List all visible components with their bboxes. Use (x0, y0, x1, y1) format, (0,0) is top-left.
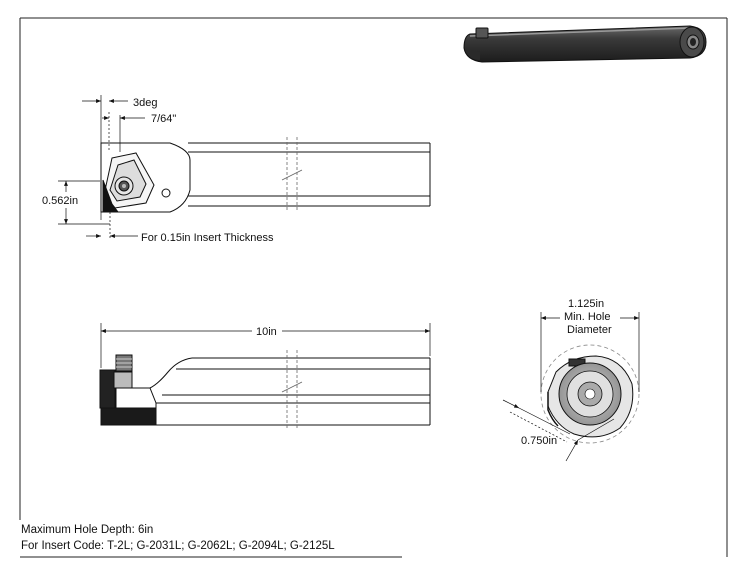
min-hole-value: 1.125in (568, 298, 604, 310)
top-view-break (281, 137, 303, 212)
side-view-break (281, 350, 303, 428)
insert-codes-note: For Insert Code: T-2L; G-2031L; G-2062L;… (21, 540, 335, 552)
max-depth-note: Maximum Hole Depth: 6in (21, 524, 154, 536)
side-view (99, 354, 431, 426)
insert-thickness-label: For 0.15in Insert Thickness (141, 232, 274, 244)
angle-label: 3deg (133, 97, 157, 109)
height-label: 0.562in (42, 195, 78, 207)
top-view-dims (58, 95, 145, 240)
notes: Maximum Hole Depth: 6in For Insert Code:… (21, 522, 335, 554)
length-label: 10in (256, 326, 277, 338)
end-view-dims (502, 312, 640, 462)
min-hole-line1: Min. Hole (564, 311, 610, 323)
flank-label: 7/64" (151, 113, 176, 125)
isometric-render (463, 25, 707, 63)
top-view (100, 142, 431, 213)
min-hole-line2: Diameter (567, 324, 612, 336)
end-view (540, 344, 640, 444)
length-dim (100, 323, 431, 368)
sheet-border (19, 17, 728, 558)
shank-diameter-label: 0.750in (521, 435, 557, 447)
